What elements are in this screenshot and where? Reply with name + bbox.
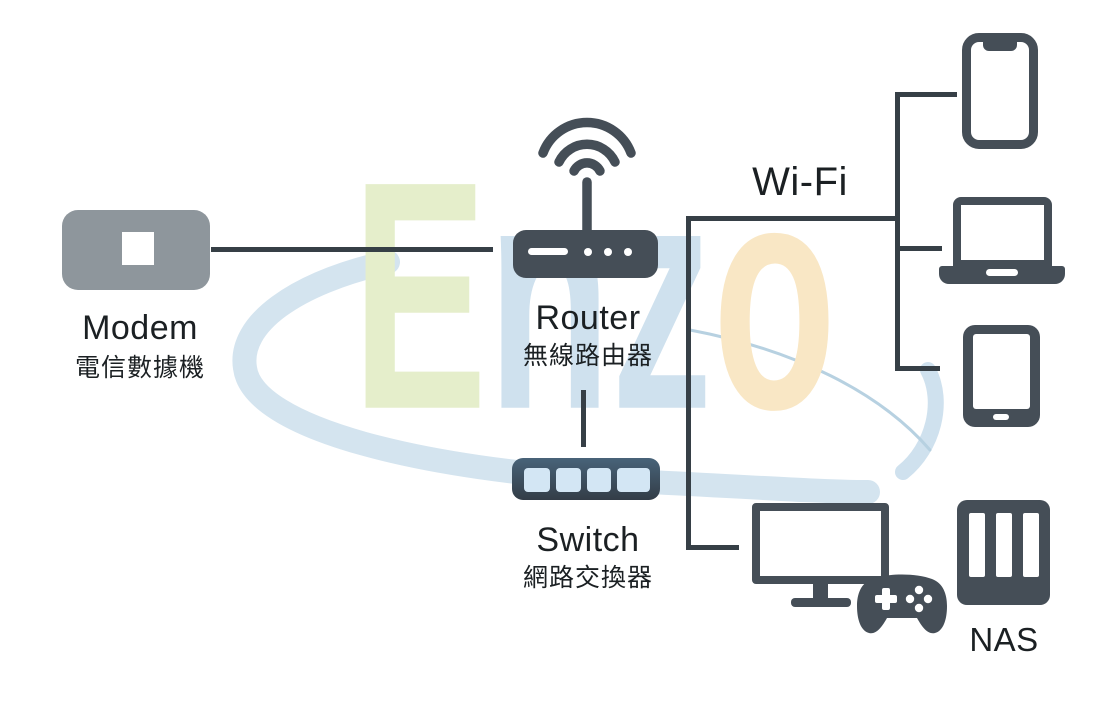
watermark-enzo-text: Enzo [352,134,836,459]
modem-sublabel: 電信數據機 [74,354,205,382]
switch-port [556,468,581,492]
modem-port-square [122,232,154,265]
switch-sublabel: 網路交換器 [522,564,653,592]
nas-icon [957,500,1050,605]
switch-port [524,468,550,492]
router-led-dot [584,248,592,256]
line-to-monitor [686,545,739,550]
wifi-label: Wi-Fi [752,160,848,204]
line-wifi-vertical [686,216,691,550]
wifi-signal-icon [538,117,636,235]
line-to-phone [895,92,957,97]
switch-label: Switch [536,521,640,559]
router-sublabel: 無線路由器 [522,342,653,370]
watermark-letter-z: z [611,115,713,478]
game-controller-icon [857,574,947,634]
line-device-trunk [895,92,900,371]
line-to-tablet [895,366,940,371]
switch-port [587,468,611,492]
laptop-icon [953,197,1052,268]
modem-icon [62,210,210,290]
router-icon [513,230,658,278]
line-wifi-horizontal [686,216,900,221]
nas-drive-bay [996,513,1012,577]
router-label: Router [535,299,641,337]
tablet-icon [963,325,1040,427]
line-router-switch [581,390,586,447]
laptop-trackpad-slot [986,269,1018,276]
nas-label: NAS [969,621,1039,658]
router-led-bar [528,248,568,255]
tablet-home-button [993,414,1009,420]
line-modem-router [211,247,493,252]
phone-notch [983,41,1017,51]
smartphone-icon [962,33,1038,149]
nas-drive-bay [1023,513,1039,577]
laptop-base [939,266,1065,284]
modem-label: Modem [82,309,198,347]
router-led-dot [624,248,632,256]
tablet-screen [973,334,1030,409]
router-led-dot [604,248,612,256]
line-to-laptop [895,246,942,251]
switch-port [617,468,650,492]
nas-drive-bay [969,513,985,577]
monitor-stand-base [791,598,851,607]
monitor-stand-pole [813,584,828,599]
desktop-monitor-icon [752,503,889,584]
watermark-letter-e: E [352,115,488,478]
watermark-letter-o: o [712,115,837,478]
switch-icon [512,458,660,500]
